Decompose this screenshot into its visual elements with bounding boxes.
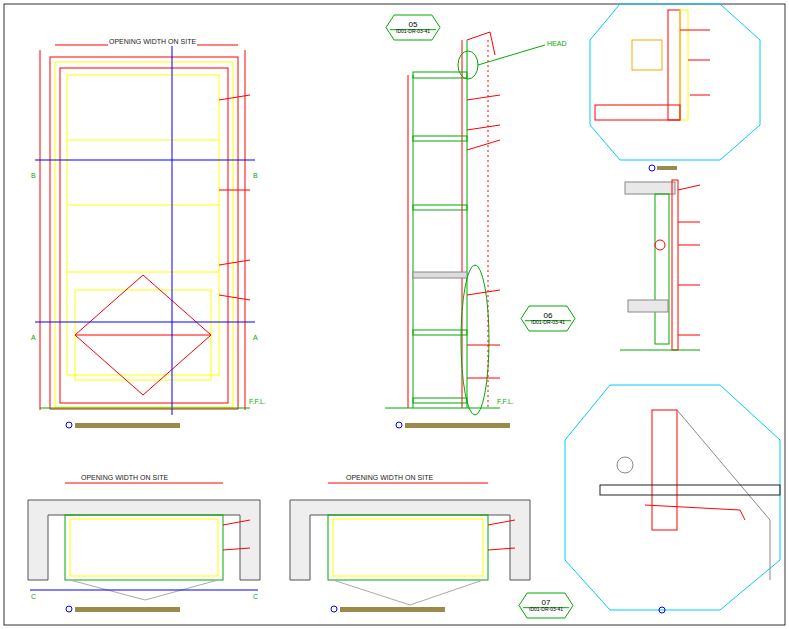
callout-number: 05: [385, 20, 441, 29]
drawing-label: B: [30, 172, 37, 180]
drawing-label: OPENING WIDTH ON SITE: [345, 474, 434, 482]
drawing-label: B: [252, 172, 259, 180]
drawing-label: C: [252, 593, 259, 601]
drawing-label: A: [30, 334, 37, 342]
detail-callout-bubble: 07ID01-DR-03-41: [518, 592, 574, 619]
sheet-reference: ID01-DR-03-41: [520, 320, 576, 326]
sheet-reference: ID01-DR-03-41: [518, 607, 574, 613]
drawing-label: OPENING WIDTH ON SITE: [108, 38, 197, 46]
drawing-label: F.F.L.: [496, 398, 515, 406]
drawing-label: OPENING WIDTH ON SITE: [80, 474, 169, 482]
callout-number: 07: [518, 598, 574, 607]
callout-number: 06: [520, 311, 576, 320]
detail-callout-bubble: 06ID01-DR-03-41: [520, 305, 576, 332]
drawing-label: F.F.L.: [248, 398, 267, 406]
drawing-label: A: [252, 334, 259, 342]
sheet-reference: ID01-DR-03-41: [385, 29, 441, 35]
detail-callout-bubble: 05ID01-DR-03-41: [385, 14, 441, 41]
drawing-label: C: [30, 593, 37, 601]
drawing-label: HEAD: [546, 40, 567, 48]
